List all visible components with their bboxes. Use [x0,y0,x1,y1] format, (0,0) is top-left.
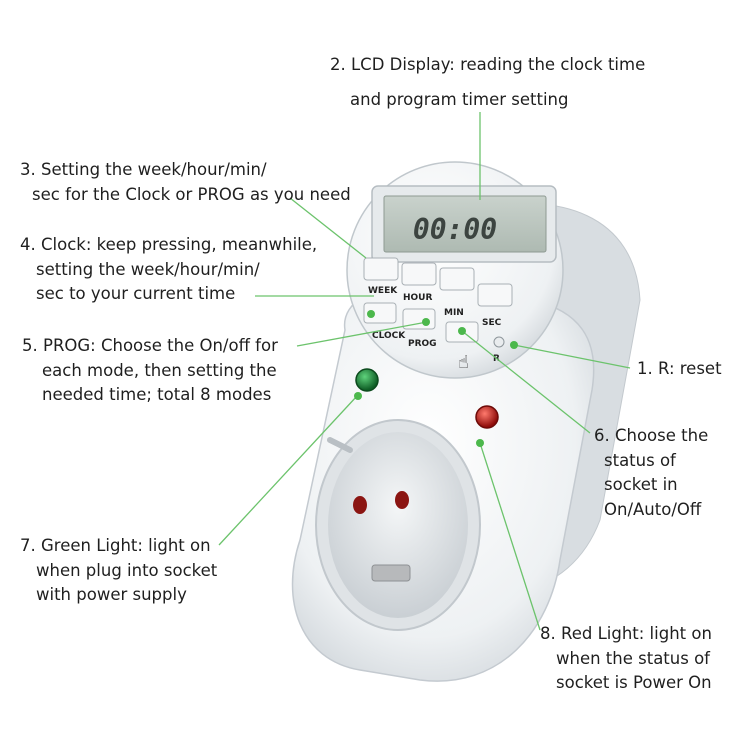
setting-buttons: WEEK HOUR MIN SEC [363,257,513,328]
dot-prog [422,318,430,326]
callout-red-line-3: socket is Power On [556,673,712,692]
callout-lcd-display: 2. LCD Display: reading the clock time a… [330,47,645,117]
week-button[interactable] [363,257,399,281]
callout-red-line-1: 8. Red Light: light on [540,624,712,643]
callout-status: 6. Choose the status of socket in On/Aut… [594,424,708,522]
hour-button[interactable] [401,262,437,286]
prog-label: PROG [408,339,437,349]
sec-label: SEC [482,318,502,328]
lcd-display: 00:00 [371,185,557,263]
reset-button[interactable] [493,336,505,348]
ground-clip [371,564,411,582]
socket-hole-right [395,491,409,509]
callout-green-light: 7. Green Light: light on when plug into … [20,534,217,608]
callout-prog-line-2: each mode, then setting the [42,360,277,380]
socket-hole-left [353,496,367,514]
clock-button[interactable] [363,302,397,324]
callout-status-line-1: 6. Choose the [594,426,709,445]
lcd-digits: 00:00 [413,213,497,246]
dot-setting [367,310,375,318]
callout-prog-line-3: needed time; total 8 modes [42,385,272,404]
callout-red-light: 8. Red Light: light on when the status o… [540,622,712,696]
min-label: MIN [444,308,464,318]
callout-prog: 5. PROG: Choose the On/off for each mode… [22,334,278,408]
sec-button[interactable] [477,283,513,307]
callout-green-line-1: 7. Green Light: light on [20,536,211,555]
callout-clock: 4. Clock: keep pressing, meanwhile, sett… [20,233,317,307]
callout-lcd-line-1: 2. LCD Display: reading the clock time [330,55,646,74]
leader-lines [218,112,631,631]
hand-pointer-icon: ☝ [458,352,469,373]
dot-status [458,327,466,335]
callout-clock-line-1: 4. Clock: keep pressing, meanwhile, [20,235,318,254]
callout-green-line-3: with power supply [36,585,187,604]
callout-clock-line-3: sec to your current time [36,284,236,303]
callout-lcd-line-2: and program timer setting [350,90,569,109]
callout-reset: 1. R: reset [637,357,722,382]
callout-status-line-2: status of [604,450,676,470]
dot-red [476,439,484,447]
callout-red-line-2: when the status of [556,648,710,668]
clock-label: CLOCK [372,331,406,341]
red-led [475,405,499,429]
callout-reset-line-1: 1. R: reset [637,359,722,378]
callout-setting-line-2: sec for the Clock or PROG as you need [32,184,351,204]
callout-setting: 3. Setting the week/hour/min/ sec for th… [20,158,351,207]
green-led [355,368,379,392]
leader-dots [354,310,518,447]
week-label: WEEK [368,286,398,296]
hour-label: HOUR [403,293,432,303]
min-button[interactable] [439,267,475,291]
callout-clock-line-2: setting the week/hour/min/ [36,259,260,279]
callout-green-line-2: when plug into socket [36,560,218,580]
callout-status-line-4: On/Auto/Off [604,499,702,519]
callout-setting-line-1: 3. Setting the week/hour/min/ [20,160,267,179]
callout-status-line-3: socket in [604,475,678,494]
dot-green [354,392,362,400]
dot-reset [510,341,518,349]
socket [315,419,481,631]
callout-prog-line-1: 5. PROG: Choose the On/off for [22,336,278,355]
